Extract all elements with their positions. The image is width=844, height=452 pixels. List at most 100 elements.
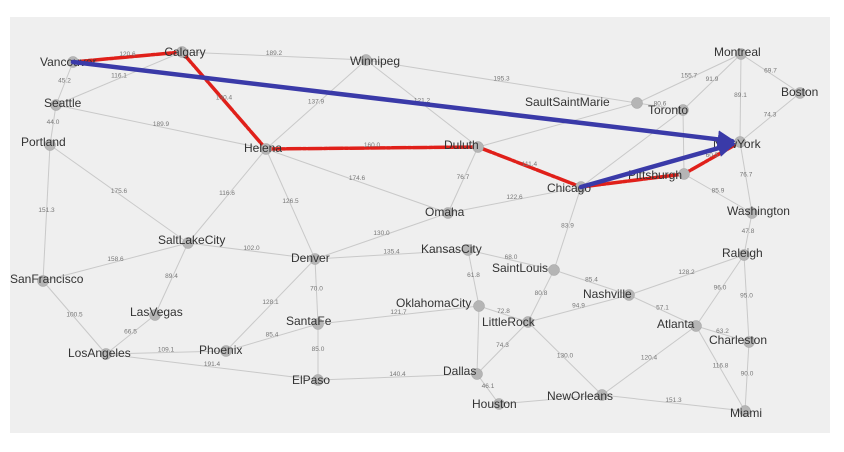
edge-losangeles-elpaso	[105, 353, 319, 381]
edge-weight-label: 63.2	[716, 328, 729, 335]
edge-weight-label: 175.6	[111, 188, 128, 195]
city-label-nashville: Nashville	[583, 287, 632, 301]
city-node-portland[interactable]	[44, 139, 56, 151]
edge-winnipeg-helena	[265, 59, 367, 150]
edge-charleston-miami	[744, 341, 750, 412]
city-label-miami: Miami	[730, 406, 762, 420]
city-node-duluth[interactable]	[472, 141, 484, 153]
city-label-saltlakecity: SaltLakeCity	[158, 233, 225, 247]
edge-denver-santafe	[314, 258, 319, 325]
city-label-saintlouis: SaintLouis	[492, 261, 548, 275]
city-node-pittsburgh[interactable]	[678, 168, 690, 180]
edge-weight-label: 116.6	[219, 190, 235, 197]
city-node-omaha[interactable]	[442, 207, 454, 219]
city-node-washington[interactable]	[746, 207, 758, 219]
city-node-houston[interactable]	[493, 398, 505, 410]
edge-weight-label: 74.3	[764, 112, 777, 119]
edge-weight-label: 61.8	[467, 272, 480, 279]
city-node-lasvegas[interactable]	[149, 309, 161, 321]
edge-weight-label: 121.2	[414, 98, 431, 105]
edge-saltlakecity-denver	[187, 242, 316, 260]
city-node-calgary[interactable]	[176, 46, 188, 58]
city-node-helena[interactable]	[260, 143, 272, 155]
edge-portland-sanfrancisco	[42, 144, 51, 282]
edge-oklahomacity-littlerock	[478, 305, 529, 323]
edge-seattle-calgary	[55, 51, 183, 106]
edge-weight-label: 89.1	[734, 92, 747, 99]
city-label-houston: Houston	[472, 397, 517, 411]
edge-neworleans-miami	[601, 394, 746, 412]
city-node-oklahomacity[interactable]	[473, 300, 485, 312]
edge-phoenix-santafe	[225, 323, 319, 352]
city-label-boston: Boston	[781, 85, 818, 99]
city-label-washington: Washington	[727, 204, 790, 218]
edge-portland-saltlakecity	[49, 144, 189, 244]
city-node-toronto[interactable]	[677, 104, 689, 116]
city-node-raleigh[interactable]	[738, 249, 750, 261]
edge-nashville-atlanta	[628, 294, 697, 327]
edge-weight-label: 160.0	[364, 142, 381, 149]
city-node-littlerock[interactable]	[522, 316, 534, 328]
city-label-lasvegas: LasVegas	[130, 305, 183, 319]
edge-santafe-oklahomacity	[317, 305, 480, 325]
edge-losangeles-phoenix	[105, 350, 227, 355]
edge-montreal-toronto	[682, 53, 742, 111]
edge-weight-label: 57.1	[656, 305, 669, 312]
edge-atlanta-charleston	[695, 325, 750, 343]
city-node-phoenix[interactable]	[220, 345, 232, 357]
edge-weight-label: 155.7	[681, 73, 698, 80]
city-node-boston[interactable]	[794, 87, 806, 99]
edge-weight-label: 85.0	[312, 346, 325, 353]
city-label-littlerock: LittleRock	[482, 315, 536, 329]
city-node-nashville[interactable]	[623, 289, 635, 301]
edge-weight-label: 116.8	[713, 363, 729, 370]
city-label-seattle: Seattle	[44, 96, 82, 110]
city-node-winnipeg[interactable]	[360, 54, 372, 66]
city-node-kansascity[interactable]	[462, 244, 474, 256]
edge-weight-label: 140.4	[389, 371, 406, 378]
edge-saltlakecity-sanfrancisco	[42, 242, 189, 282]
city-node-saintlouis[interactable]	[548, 264, 560, 276]
city-node-seattle[interactable]	[50, 99, 62, 111]
city-node-dallas[interactable]	[471, 368, 483, 380]
city-label-montreal: Montreal	[714, 45, 761, 59]
city-node-saultsaintmarie[interactable]	[631, 97, 643, 109]
edge-atlanta-neworleans	[601, 325, 697, 396]
edge-newyork-washington	[739, 141, 753, 214]
edge-weight-label: 121.7	[390, 309, 407, 316]
city-node-neworleans[interactable]	[596, 389, 608, 401]
city-label-denver: Denver	[291, 251, 330, 265]
city-label-toronto: Toronto	[648, 103, 688, 117]
city-node-denver[interactable]	[309, 253, 321, 265]
city-node-elpaso[interactable]	[312, 374, 324, 386]
city-label-duluth: Duluth	[444, 138, 479, 152]
edge-kansascity-saintlouis	[467, 249, 555, 271]
city-node-charleston[interactable]	[743, 336, 755, 348]
edge-weight-label: 85.9	[712, 188, 725, 195]
city-node-sanfrancisco[interactable]	[37, 275, 49, 287]
edge-pittsburgh-washington	[683, 173, 753, 214]
city-node-losangeles[interactable]	[100, 348, 112, 360]
city-node-santafe[interactable]	[312, 318, 324, 330]
edge-weight-label: 102.0	[243, 245, 260, 252]
edge-weight-label: 126.5	[282, 198, 299, 205]
edge-weight-label: 90.0	[741, 371, 754, 378]
city-node-saltlakecity[interactable]	[182, 237, 194, 249]
edge-montreal-boston	[740, 53, 801, 94]
path-segment-vancouver-calgary	[71, 50, 184, 64]
edge-weight-label: 83.9	[561, 223, 574, 230]
edge-weight-label: 135.4	[383, 249, 400, 256]
edge-littlerock-neworleans	[527, 321, 603, 396]
city-node-atlanta[interactable]	[690, 320, 702, 332]
path-segment-helena-duluth	[264, 145, 480, 151]
edge-weight-label: 46.1	[482, 383, 495, 390]
edge-boston-newyork	[739, 92, 801, 143]
edge-saltlakecity-lasvegas	[154, 242, 189, 316]
edge-saultsaintmarie-montreal	[636, 53, 742, 104]
city-node-montreal[interactable]	[735, 48, 747, 60]
city-node-miami[interactable]	[739, 405, 751, 417]
edge-weight-label: 96.0	[714, 285, 727, 292]
city-label-raleigh: Raleigh	[722, 246, 763, 260]
edge-saultsaintmarie-toronto	[636, 102, 684, 111]
